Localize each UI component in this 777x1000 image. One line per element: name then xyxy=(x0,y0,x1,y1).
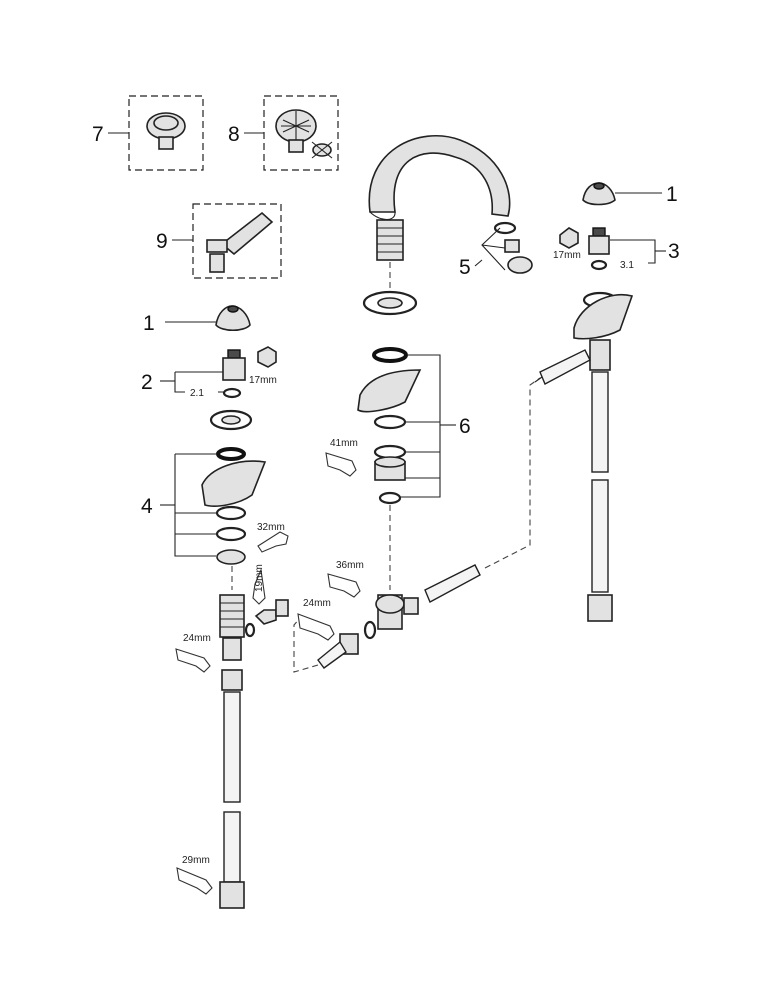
wrench-size-17-right: 17mm xyxy=(553,250,581,261)
callout-1-left: 1 xyxy=(143,312,155,335)
wrench-size-17-left: 17mm xyxy=(249,375,277,386)
callout-7: 7 xyxy=(92,123,104,146)
inset-knob-7: 7 xyxy=(92,95,204,171)
wrench-32mm: 32mm xyxy=(257,522,289,553)
wrench-size-32: 32mm xyxy=(257,522,285,533)
callout-6: 6 xyxy=(459,415,471,438)
callout-1-right: 1 xyxy=(666,183,678,206)
left-valve-assembly: 1 17mm 2 2.1 4 xyxy=(141,305,289,909)
inset-knob-8: 8 xyxy=(228,95,339,171)
callout-9: 9 xyxy=(156,230,168,253)
callout-2: 2 xyxy=(141,371,153,394)
inset-lever-9: 9 xyxy=(156,203,282,279)
spout-assembly: 6 5 xyxy=(357,135,533,590)
wrench-19mm: 19mm xyxy=(252,564,266,605)
callout-2-1: 2.1 xyxy=(190,388,204,399)
callout-5: 5 xyxy=(459,256,471,279)
callout-4: 4 xyxy=(141,495,153,518)
wrench-size-41: 41mm xyxy=(330,438,358,449)
callout-3: 3 xyxy=(668,240,680,263)
callout-3-1: 3.1 xyxy=(620,260,634,271)
wrench-size-19: 19mm xyxy=(254,564,265,592)
mixing-tee-assembly xyxy=(293,376,543,673)
wrench-size-29: 29mm xyxy=(182,855,210,866)
wrench-29mm: 29mm xyxy=(176,855,213,895)
wrench-size-24-center: 24mm xyxy=(303,598,331,609)
wrench-size-24-left: 24mm xyxy=(183,633,211,644)
right-valve-assembly: 1 17mm 3 3.1 xyxy=(539,182,680,622)
wrench-size-36: 36mm xyxy=(336,560,364,571)
callout-8: 8 xyxy=(228,123,240,146)
wrench-24mm-left: 24mm xyxy=(175,633,211,673)
wrench-41mm: 41mm xyxy=(325,438,358,477)
wrench-24mm-center: 24mm xyxy=(297,598,335,641)
wrench-36mm: 36mm xyxy=(327,560,364,598)
